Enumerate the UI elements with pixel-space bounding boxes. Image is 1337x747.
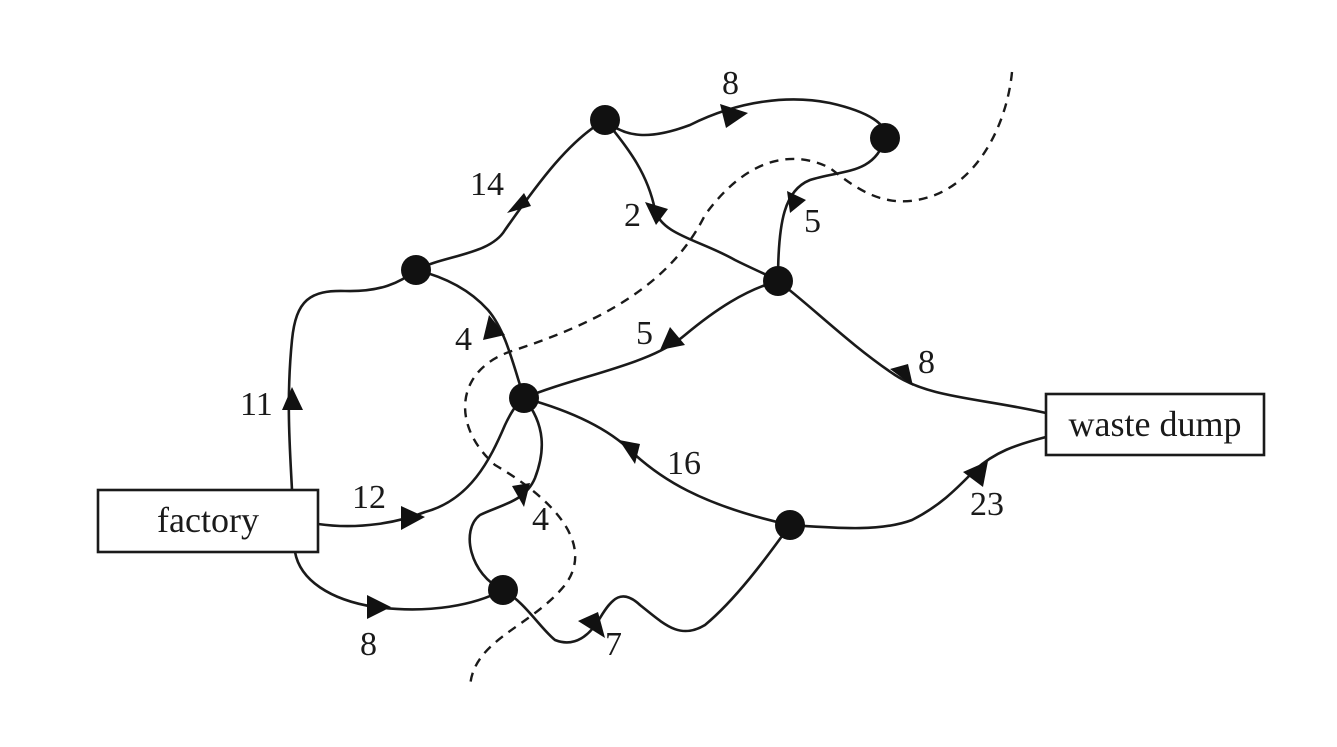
node-f xyxy=(775,510,805,540)
waste-dump-box: waste dump xyxy=(1044,392,1266,457)
label-factory-D: 12 xyxy=(352,479,386,516)
node-a xyxy=(401,255,431,285)
label-G-F: 7 xyxy=(605,626,622,663)
waste-dump-label: waste dump xyxy=(1069,404,1242,444)
node-b xyxy=(590,105,620,135)
edge-C-to-E xyxy=(776,136,887,283)
label-D-A: 4 xyxy=(455,321,472,358)
edge-E-to-D xyxy=(522,279,780,400)
label-D-F: 16 xyxy=(667,445,701,482)
arrow-icon xyxy=(660,327,685,350)
factory-box: factory xyxy=(96,488,320,554)
arrow-icon xyxy=(282,387,303,410)
edge-factory-to-D xyxy=(316,396,526,528)
arrow-icon xyxy=(507,193,531,213)
label-E-D: 5 xyxy=(636,315,653,352)
label-D-G: 4 xyxy=(532,501,549,538)
label-E-sink: 8 xyxy=(918,344,935,381)
arrow-icon xyxy=(645,202,668,225)
label-factory-G: 8 xyxy=(360,626,377,663)
arrowheads xyxy=(282,104,988,638)
edge-A-to-B xyxy=(414,118,607,272)
capacity-labels: 11 12 8 14 4 8 2 5 5 8 16 4 7 23 xyxy=(240,65,1004,663)
node-e xyxy=(763,266,793,296)
arrow-icon xyxy=(619,440,640,464)
arrow-icon xyxy=(963,461,988,487)
edge-B-to-C xyxy=(603,98,887,140)
label-B-E: 2 xyxy=(624,197,641,234)
edge-D-to-G xyxy=(468,396,544,592)
label-C-E: 5 xyxy=(804,203,821,240)
node-d xyxy=(509,383,539,413)
edge-B-to-E xyxy=(603,118,780,283)
arrow-icon xyxy=(720,104,748,128)
node-c xyxy=(870,123,900,153)
arrow-icon xyxy=(787,191,806,213)
factory-label: factory xyxy=(157,500,259,540)
label-B-C: 8 xyxy=(722,65,739,102)
label-A-B: 14 xyxy=(470,166,504,203)
edge-F-to-sink xyxy=(788,435,1048,530)
edge-E-to-sink xyxy=(776,279,1048,415)
edge-D-to-A xyxy=(414,268,526,400)
edges xyxy=(287,98,1048,644)
arrow-icon xyxy=(512,483,530,507)
label-factory-A: 11 xyxy=(240,386,273,423)
arrow-icon xyxy=(367,595,391,619)
arrow-icon xyxy=(578,612,605,638)
arrow-icon xyxy=(401,506,425,530)
edge-factory-to-G xyxy=(293,550,505,611)
edge-G-to-F xyxy=(501,523,792,644)
edge-factory-to-A xyxy=(287,268,418,492)
nodes xyxy=(401,105,900,605)
label-F-sink: 23 xyxy=(970,486,1004,523)
node-g xyxy=(488,575,518,605)
arrow-icon xyxy=(890,364,913,386)
arrow-icon xyxy=(483,315,505,340)
edge-D-to-F xyxy=(522,396,792,527)
